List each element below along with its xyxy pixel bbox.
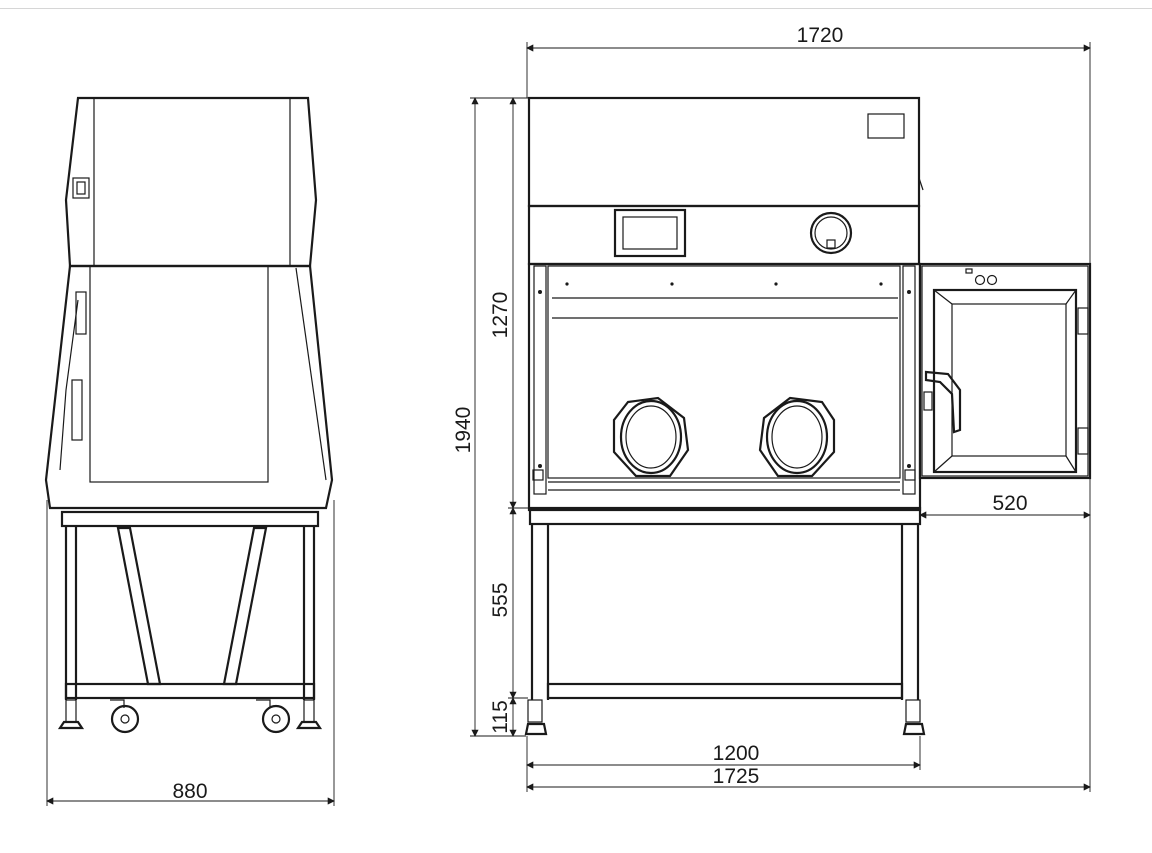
dim-label-1720: 1720: [797, 24, 844, 47]
side-diagonal-brace-right: [222, 526, 268, 686]
side-caster-left: [110, 704, 140, 734]
side-view: 880: [44, 96, 335, 806]
dim-label-1200: 1200: [713, 742, 760, 765]
side-stand-top: [60, 510, 320, 528]
side-cabinet-body: [44, 264, 334, 510]
front-display-screen: [613, 208, 687, 258]
front-upper-housing: [527, 96, 921, 208]
dim-label-880: 880: [172, 780, 207, 803]
front-foot-left: [524, 722, 548, 736]
side-window-panel: [89, 265, 269, 483]
dim-label-115: 115: [489, 700, 512, 733]
side-switch: [72, 177, 90, 199]
front-view: 1720 1940 1270 555 115 520 1200 1725: [452, 24, 1092, 792]
front-glove-port-right: [758, 396, 836, 478]
front-stand-bottom: [546, 682, 904, 700]
front-control-knob: [809, 211, 853, 255]
side-upper-housing: [64, 96, 318, 268]
top-divider-line: [0, 8, 1152, 9]
front-control-band: [527, 204, 921, 266]
front-door-handle: [924, 370, 962, 434]
side-caster-right: [261, 704, 291, 734]
dim-label-1725: 1725: [713, 765, 760, 788]
front-foot-right: [902, 722, 926, 736]
front-side-door-window: [932, 288, 1078, 474]
dim-label-1270: 1270: [489, 292, 512, 339]
front-indicator-panel: [867, 113, 905, 139]
front-side-door: [918, 262, 1092, 480]
dim-label-520: 520: [992, 492, 1027, 515]
side-diagonal-brace-left: [116, 526, 162, 686]
dim-label-1940: 1940: [452, 407, 475, 454]
front-window-frame: [547, 265, 901, 479]
front-glove-port-left: [612, 396, 690, 478]
dim-label-555: 555: [489, 582, 512, 617]
front-cabinet-body: [527, 262, 922, 512]
side-stand-bottom: [64, 682, 316, 700]
